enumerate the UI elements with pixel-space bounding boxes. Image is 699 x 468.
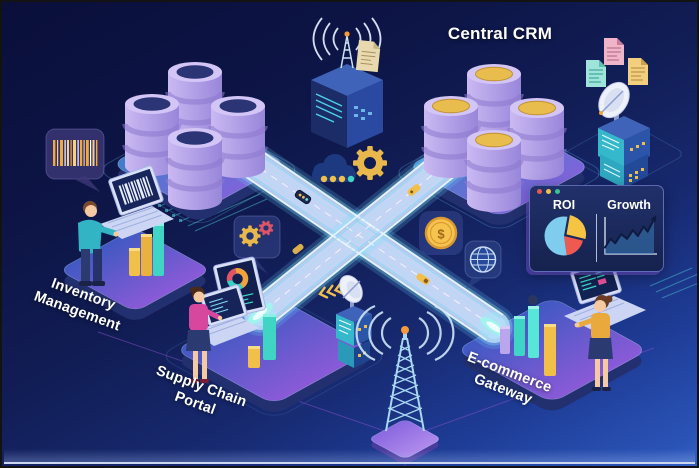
antenna-server-icon [311,17,383,148]
label-central-crm: Central CRM [447,24,553,43]
inventory-station [45,128,174,286]
laptop-base [100,206,174,239]
radio-tower-icon [355,304,455,432]
growth-title: Growth [607,198,651,212]
cloud-dots-icon [312,154,356,183]
person-ecommerce [574,295,613,391]
database-icon [467,130,521,212]
globe-icon [464,240,502,289]
platform-radio-tower [371,420,439,464]
bar-columns-icon [248,314,276,368]
barcode-icon [53,140,98,166]
document-icon [628,58,648,85]
window-dot-yellow [546,189,551,194]
chevron-left-arrows-icon [318,282,344,299]
donut-chart-icon [226,268,249,290]
window-dot-green [555,189,560,194]
bottom-light-edge [4,449,695,464]
dollar-coin-icon: $ [419,211,463,255]
growth-line-chart [604,215,657,255]
barcode-speech-bubble [45,128,105,192]
satellite-dish-server-right [586,38,650,188]
dollar-sign: $ [437,227,445,242]
supply-chain-station [186,256,276,383]
person-supply-chain [186,286,223,383]
wifi-waves-icon [355,304,455,362]
roi-panel: ROI [533,197,595,268]
roi-pie-chart [544,215,587,256]
document-icon [355,40,381,73]
laptop-screen [108,165,164,216]
gear-icon [353,146,387,180]
window-dot-red [537,189,542,194]
bar-columns-icon [500,295,556,376]
document-icon [586,60,606,87]
document-icon [604,38,624,65]
growth-panel: Growth [598,197,660,268]
data-highway-intersection [217,132,516,349]
roi-title: ROI [552,198,576,212]
database-icon [168,128,222,210]
panel-divider [596,214,597,262]
window-dots-icon [530,186,663,197]
person-inventory-manager [78,201,119,286]
bar-columns-icon [129,223,164,276]
barcode-icon [118,176,154,205]
analytics-dashboard: ROI Growth [529,185,664,272]
